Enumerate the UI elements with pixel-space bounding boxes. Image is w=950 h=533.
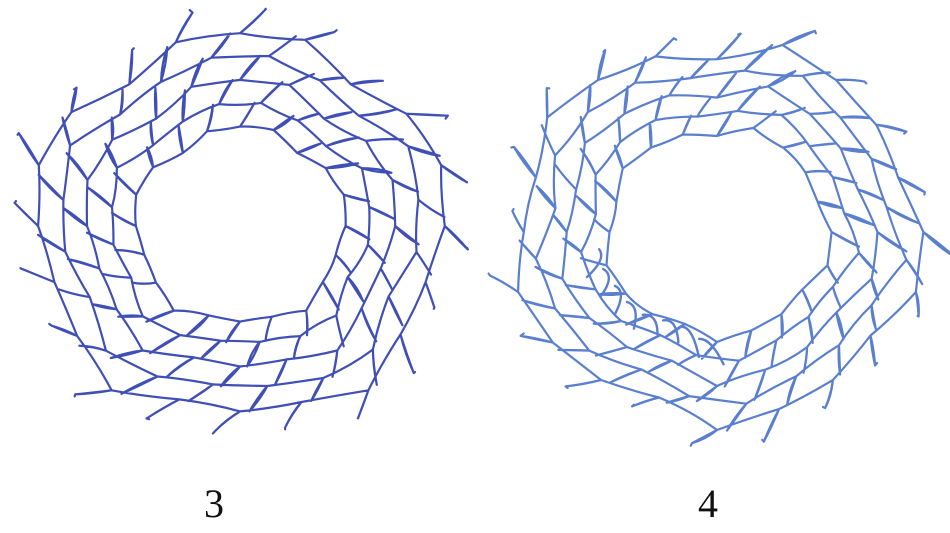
woven-ring-drawing-with-twists: [475, 0, 950, 460]
figure-4: 4: [475, 0, 950, 533]
figure-label: 3: [194, 484, 234, 524]
woven-strands: [15, 9, 468, 434]
woven-strands: [489, 31, 950, 446]
figure-label: 4: [688, 484, 728, 524]
figure-3: 3: [0, 0, 475, 533]
woven-ring-drawing: [0, 0, 475, 460]
